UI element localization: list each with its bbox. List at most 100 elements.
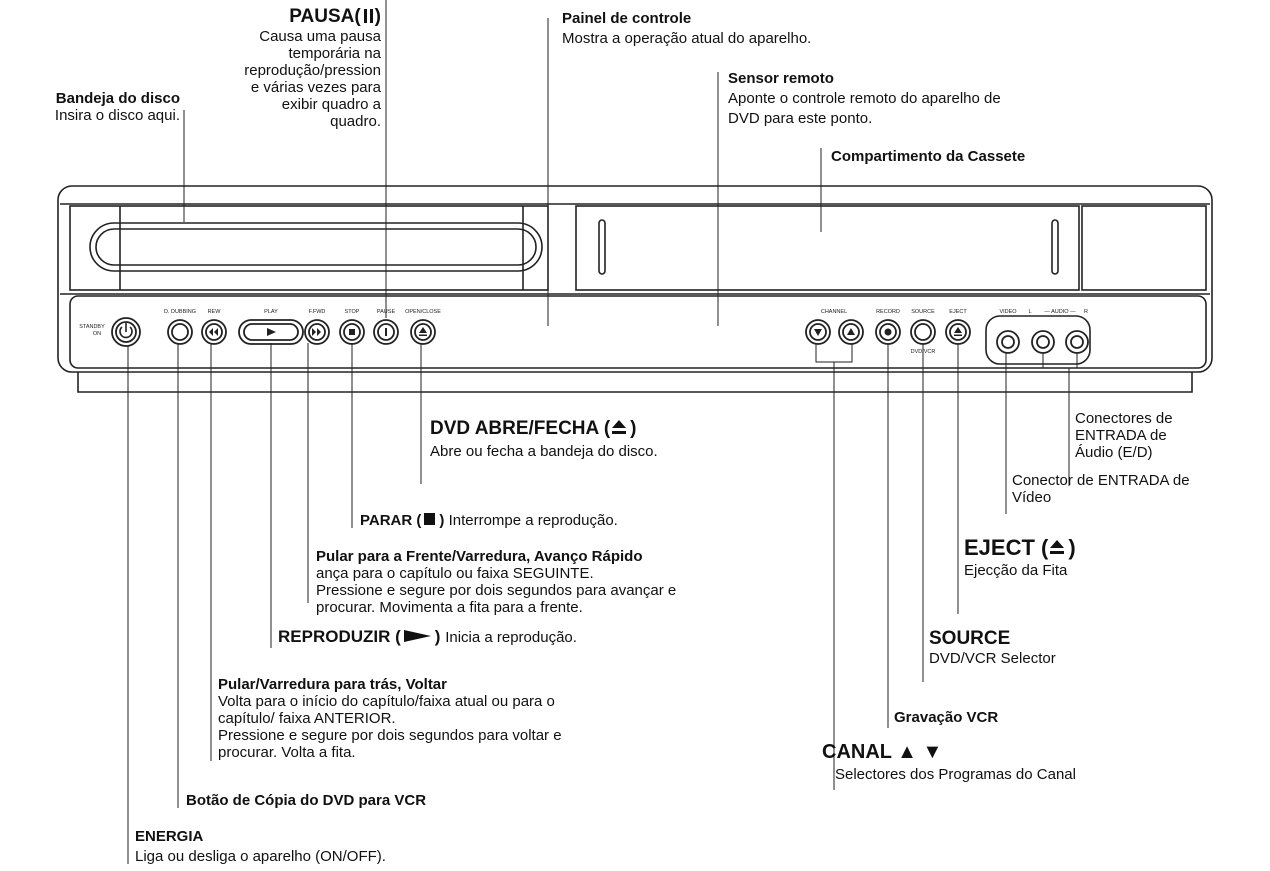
callout-stop-desc: Interrompe a reprodução. [448, 512, 618, 529]
dubbing-label: D. DUBBING [164, 309, 196, 315]
callout-audio-in-desc-3: Áudio (E/D) [1075, 444, 1153, 461]
callout-control-panel-desc: Mostra a operação atual do aparelho. [562, 30, 812, 47]
record-icon [884, 328, 892, 336]
pause-symbol-icon [361, 6, 375, 28]
callout-rewind: Pular/Varredura para trás, Voltar Volta … [218, 676, 562, 761]
device-base [77, 372, 1193, 393]
play-symbol-icon [401, 628, 435, 645]
callout-power: ENERGIA Liga ou desliga o aparelho (ON/O… [135, 828, 386, 865]
callout-remote-sensor-title: Sensor remoto [728, 70, 834, 87]
cassette-compartment [575, 205, 1080, 291]
callout-control-panel-title: Painel de controle [562, 10, 692, 27]
callout-video-in: Conector de ENTRADA de Vídeo [1012, 472, 1190, 506]
video-label: VIDEO [999, 309, 1017, 315]
callout-pause-desc-2: temporária na [288, 45, 381, 62]
power-icon [119, 323, 133, 339]
callout-pause-desc-4: e várias vezes para [250, 79, 381, 96]
standby-on-label: ON [93, 331, 101, 337]
callout-remote-sensor-desc-1: Aponte o controle remoto do aparelho de [728, 90, 1001, 107]
callout-pause-title: PAUSA( ) [289, 6, 381, 28]
callout-open-close-title: DVD ABRE/FECHA ( ) [430, 418, 637, 439]
eject-vcr-symbol-icon [1048, 536, 1068, 560]
play-icon [267, 328, 276, 336]
callout-rewind-desc-4: procurar. Volta a fita. [218, 744, 356, 761]
open-close-label: OPEN/CLOSE [405, 309, 441, 315]
pause-icon [385, 328, 387, 336]
callout-audio-in: Conectores de ENTRADA de Áudio (E/D) [1075, 410, 1173, 461]
callout-open-close: DVD ABRE/FECHA ( ) Abre ou fecha a bande… [430, 418, 658, 460]
callout-pause-desc-1: Causa uma pausa [259, 28, 381, 45]
callout-power-desc: Liga ou desliga o aparelho (ON/OFF). [135, 848, 386, 865]
callout-eject-title: EJECT ( ) [964, 535, 1076, 560]
callout-channel-desc: Selectores dos Programas do Canal [835, 766, 1076, 783]
callout-open-close-desc: Abre ou fecha a bandeja do disco. [430, 443, 658, 460]
source-label: SOURCE [911, 309, 935, 315]
stop-label: STOP [345, 309, 360, 315]
callout-channel-title: CANAL ▲ ▼ [822, 741, 943, 763]
callout-power-title: ENERGIA [135, 828, 204, 845]
callout-disc-tray-title: Bandeja do disco [55, 90, 180, 107]
callout-rewind-desc-2: capítulo/ faixa ANTERIOR. [218, 710, 396, 727]
callout-source-title: SOURCE [929, 628, 1011, 649]
callout-stop: PARAR ( ) Interrompe a reprodução. [360, 512, 618, 529]
callout-cassette-title: Compartimento da Cassete [831, 148, 1026, 165]
rew-label: REW [208, 309, 222, 315]
disc-tray [89, 222, 543, 272]
callout-pause: PAUSA( ) Causa uma pausa temporária na r… [205, 6, 381, 130]
callout-disc-tray-desc: Insira o disco aqui. [54, 107, 180, 124]
callout-channel: CANAL ▲ ▼ Selectores dos Programas do Ca… [822, 740, 1076, 783]
audio-l-label: L [1028, 309, 1031, 315]
callout-source-desc: DVD/VCR Selector [929, 650, 1056, 667]
callout-stop-title: PARAR ( ) [360, 512, 445, 529]
callout-eject: EJECT ( ) Ejecção da Fita [964, 535, 1076, 580]
channel-up-icon [847, 328, 855, 335]
rewind-icon [209, 328, 218, 336]
callout-rewind-desc-1: Volta para o início do capítulo/faixa at… [218, 693, 555, 710]
eject-label: EJECT [949, 309, 967, 315]
callout-dubbing-title: Botão de Cópia do DVD para VCR [186, 792, 427, 809]
callout-rewind-title: Pular/Varredura para trás, Voltar [218, 676, 447, 693]
callout-forward-desc-2: Pressione e segure por dois segundos par… [316, 582, 677, 599]
callout-record: Gravação VCR [894, 709, 998, 726]
ffwd-label: F.FWD [309, 309, 326, 315]
callout-audio-in-desc-1: Conectores de [1075, 410, 1173, 427]
callout-remote-sensor-desc-2: DVD para este ponto. [728, 110, 873, 127]
eject-icon [419, 327, 427, 336]
callout-disc-tray: Bandeja do disco Insira o disco aqui. [6, 90, 180, 124]
callout-cassette: Compartimento da Cassete [831, 148, 1025, 165]
device-body [57, 185, 1213, 373]
callout-rewind-desc-3: Pressione e segure por dois segundos par… [218, 727, 562, 744]
callout-forward-desc-1: ança para o capítulo ou faixa SEGUINTE. [316, 565, 594, 582]
callout-forward: Pular para a Frente/Varredura, Avanço Rá… [316, 548, 676, 616]
callout-pause-desc-5: exibir quadro a [281, 96, 381, 113]
stop-icon [349, 329, 355, 335]
callout-forward-desc-3: procurar. Movimenta a fita para a frente… [316, 599, 583, 616]
callout-record-title: Gravação VCR [894, 709, 999, 726]
record-label: RECORD [876, 309, 900, 315]
callout-eject-desc: Ejecção da Fita [964, 562, 1068, 579]
callout-forward-title: Pular para a Frente/Varredura, Avanço Rá… [316, 548, 643, 565]
callout-pause-desc-6: quadro. [330, 113, 381, 130]
callout-dubbing: Botão de Cópia do DVD para VCR [186, 792, 426, 809]
callout-play-desc: Inicia a reprodução. [445, 629, 577, 646]
callout-pause-desc-3: reprodução/pression [244, 62, 381, 79]
callout-video-in-desc-1: Conector de ENTRADA de [1012, 472, 1190, 489]
audio-r-label: R [1084, 309, 1088, 315]
callout-video-in-desc-2: Vídeo [1012, 489, 1052, 506]
av-input-panel [985, 315, 1091, 365]
standby-label: STANDBY [79, 324, 105, 330]
fast-forward-icon [312, 328, 321, 336]
callout-play: REPRODUZIR ( ) Inicia a reprodução. [278, 628, 577, 646]
play-label: PLAY [264, 309, 278, 315]
callout-play-title: REPRODUZIR ( ) [278, 627, 441, 646]
eject-vcr-icon [954, 327, 962, 336]
audio-label: — AUDIO — [1044, 309, 1076, 315]
channel-down-icon [814, 329, 822, 336]
channel-label: CHANNEL [821, 309, 847, 315]
stop-symbol-icon [421, 512, 439, 529]
callout-audio-in-desc-2: ENTRADA de [1075, 427, 1167, 444]
callout-remote-sensor: Sensor remoto Aponte o controle remoto d… [728, 70, 1001, 127]
callout-source: SOURCE DVD/VCR Selector [929, 628, 1056, 667]
